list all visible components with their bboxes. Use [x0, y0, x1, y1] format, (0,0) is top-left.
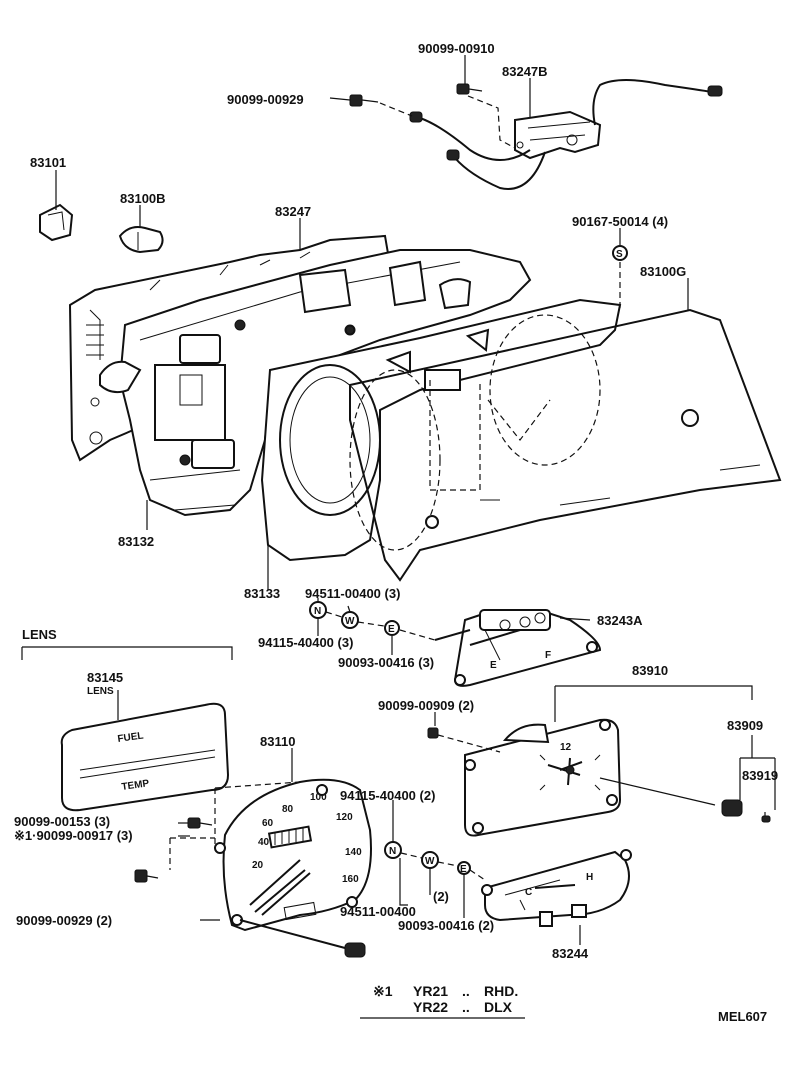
svg-text:E: E — [388, 624, 395, 635]
temp-h: H — [586, 872, 593, 883]
note-line2-model: YR22 — [413, 999, 448, 1015]
label-83132: 83132 — [118, 534, 154, 549]
temp-c: C — [525, 887, 532, 898]
svg-text:N: N — [314, 606, 321, 617]
bracket-83909 — [739, 735, 776, 810]
clock-83910: 12 — [464, 718, 622, 837]
footnote: ※1 YR21 .. RHD. YR22 .. DLX — [360, 983, 525, 1019]
lens-bracket — [21, 646, 233, 660]
label-83133: 83133 — [244, 586, 280, 601]
label-94511-00400-3: 94511-00400 (3) — [305, 586, 400, 601]
screw-90099-00909 — [427, 727, 439, 739]
svg-text:20: 20 — [252, 860, 264, 871]
svg-text:N: N — [389, 846, 396, 857]
screw-90099-00153 — [187, 817, 213, 829]
label-90167-50014: 90167-50014 (4) — [572, 214, 668, 229]
svg-text:140: 140 — [345, 847, 362, 858]
diagram-code: MEL607 — [718, 1009, 767, 1024]
leader-lines — [55, 55, 689, 945]
label-lens-header: LENS — [22, 627, 57, 642]
part-labels: 90099-00910 83247B 90099-00929 83101 831… — [14, 41, 778, 961]
note-line1-model: YR21 — [413, 983, 448, 999]
svg-text:80: 80 — [282, 804, 294, 815]
clip-90167-50014: S — [612, 245, 628, 261]
plate-83133 — [260, 298, 622, 562]
note-line1-desc: RHD. — [484, 983, 518, 999]
label-83145: 83145 — [87, 670, 123, 685]
screw-90099-00929-top — [349, 94, 379, 107]
bulb-83100b — [118, 226, 164, 254]
bracket-83910 — [554, 685, 753, 722]
note-marker: ※1 — [373, 983, 393, 999]
label-83101: 83101 — [30, 155, 66, 170]
label-83100b: 83100B — [120, 191, 166, 206]
label-83247b: 83247B — [502, 64, 548, 79]
label-90099-00929-top: 90099-00929 — [227, 92, 304, 107]
clip-90093-00416-2: E — [457, 861, 471, 875]
svg-text:60: 60 — [262, 818, 274, 829]
dash-83145-speedo — [214, 781, 301, 846]
dash-screws-speedo — [169, 837, 215, 870]
label-83244: 83244 — [552, 946, 589, 961]
speedometer-83110: 40 20 60 80 100 120 140 160 — [214, 778, 372, 932]
label-90099-00929-bot: 90099-00929 (2) — [16, 913, 112, 928]
label-90099-00153: 90099-00153 (3) — [14, 814, 110, 829]
housing-83132 — [99, 249, 532, 517]
svg-text:W: W — [425, 856, 435, 867]
lens-glass-83100g — [349, 308, 782, 582]
note-line2-desc: DLX — [484, 999, 513, 1015]
label-94115-40400-2: 94115-40400 (2) — [340, 788, 435, 803]
socket-83101 — [39, 203, 74, 242]
label-83145-sub: LENS — [87, 686, 114, 697]
svg-text:120: 120 — [336, 812, 353, 823]
svg-text:E: E — [460, 864, 467, 875]
label-90099-00910: 90099-00910 — [418, 41, 495, 56]
label-94115-40400-3: 94115-40400 (3) — [258, 635, 353, 650]
label-90099-00917: ※1·90099-00917 (3) — [14, 828, 133, 843]
label-83100g: 83100G — [640, 264, 686, 279]
label-83247: 83247 — [275, 204, 311, 219]
label-83909: 83909 — [727, 718, 763, 733]
temp-gauge-83244: C H — [481, 849, 632, 927]
label-94511-00400: 94511-00400 — [340, 904, 416, 919]
label-83110: 83110 — [260, 734, 295, 749]
clip-90093-00416-3: E — [384, 620, 400, 636]
nut-94115-40400-3: N — [309, 601, 327, 619]
label-paren2: (2) — [433, 889, 449, 904]
lens-temp-text: TEMP — [121, 778, 150, 793]
label-83910: 83910 — [632, 663, 668, 678]
screw-90099-00929-bot — [134, 869, 159, 883]
svg-text:40: 40 — [258, 837, 270, 848]
label-90099-00909: 90099-00909 (2) — [378, 698, 474, 713]
fuel-f: F — [545, 650, 551, 661]
svg-text:12: 12 — [560, 742, 572, 753]
svg-text:160: 160 — [342, 874, 359, 885]
svg-text:100: 100 — [310, 792, 327, 803]
fuel-e: E — [490, 660, 497, 671]
stud-83243a — [434, 629, 471, 641]
label-90093-00416-3: 90093-00416 (3) — [338, 655, 434, 670]
label-83919: 83919 — [742, 768, 778, 783]
washer-94511-00400-3: W — [341, 611, 359, 629]
screw-90099-00910 — [456, 83, 483, 95]
note-line1-dots: .. — [462, 983, 470, 999]
nut-94115-40400-2: N — [384, 841, 402, 859]
lens-fuel-text: FUEL — [117, 730, 144, 745]
svg-text:W: W — [345, 616, 355, 627]
gauge-83243a: E F — [453, 608, 602, 687]
clip-s-letter: S — [616, 249, 623, 260]
note-line2-dots: .. — [462, 999, 470, 1015]
washer-94511-00400: W — [421, 851, 439, 869]
label-83243a: 83243A — [597, 613, 643, 628]
speedo-cable — [239, 919, 366, 958]
label-90093-00416-2: 90093-00416 (2) — [398, 918, 494, 933]
clock-shaft — [599, 777, 716, 806]
wire-harness-83247b — [409, 79, 723, 190]
lens-83145: FUEL TEMP — [60, 702, 230, 812]
knob-83919 — [721, 799, 771, 823]
